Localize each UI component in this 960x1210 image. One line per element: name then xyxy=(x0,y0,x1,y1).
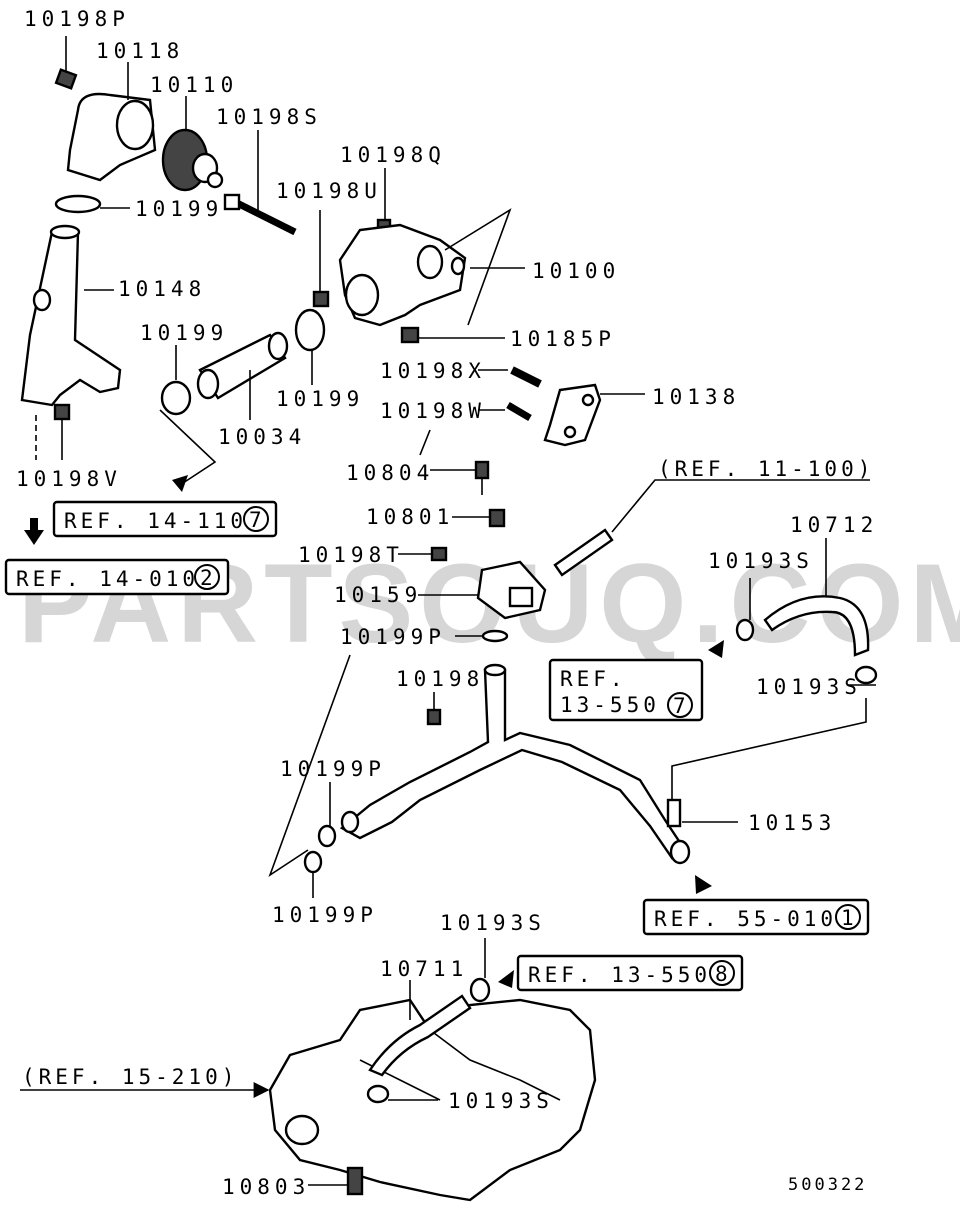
sensor-10803[interactable] xyxy=(308,1166,364,1196)
hose-10711[interactable] xyxy=(368,980,472,1077)
ref-13-550-7-text2: 13-550 xyxy=(560,693,660,717)
oring-10199-c[interactable] xyxy=(294,308,326,385)
label-10198w: 10198W xyxy=(380,399,486,423)
label-10198u: 10198U xyxy=(276,179,382,203)
bolt-10198t[interactable] xyxy=(398,546,448,562)
label-10198q: 10198Q xyxy=(340,143,446,167)
oring-10199p-c[interactable] xyxy=(268,654,351,898)
ref-box-13-550-7[interactable]: REF. 13-550 7 xyxy=(548,658,704,722)
label-10804: 10804 xyxy=(346,461,434,485)
ref-14-110-num: 7 xyxy=(249,508,262,532)
bolt-10198u[interactable] xyxy=(312,210,330,308)
label-10138: 10138 xyxy=(652,385,740,409)
label-10199-a: 10199 xyxy=(135,197,223,221)
hose-11-100[interactable] xyxy=(553,479,870,577)
ref-13-550-7-text: REF. xyxy=(560,667,627,691)
label-10712: 10712 xyxy=(790,513,878,537)
fitting-10159[interactable] xyxy=(418,560,547,620)
hose-10034[interactable] xyxy=(196,331,289,420)
bracket-10138[interactable] xyxy=(543,383,645,447)
diagram-code: 500322 xyxy=(788,1175,867,1195)
label-10110: 10110 xyxy=(150,73,238,97)
ref-55-010-text: REF. 55-010 xyxy=(654,907,837,931)
label-10711: 10711 xyxy=(380,957,468,981)
sensor-10801[interactable] xyxy=(452,508,506,528)
label-10193s-d: 10193S xyxy=(448,1089,554,1113)
plug-10185p[interactable] xyxy=(400,326,505,344)
ref-14-110-text: REF. 14-110 xyxy=(64,509,247,533)
label-10034: 10034 xyxy=(218,425,306,449)
ref-box-13-550-8[interactable]: REF. 13-550 8 xyxy=(516,954,744,992)
label-10153: 10153 xyxy=(748,811,836,835)
label-10198: 10198 xyxy=(396,667,484,691)
label-10198p: 10198P xyxy=(24,7,130,31)
label-10199-b: 10199 xyxy=(140,321,228,345)
paren-ref-15-210[interactable]: (REF. 15-210) xyxy=(22,1065,238,1089)
pipe-10148[interactable] xyxy=(20,224,122,407)
label-10193s-a: 10193S xyxy=(708,549,814,573)
bolt-10198[interactable] xyxy=(426,692,442,726)
label-10148: 10148 xyxy=(118,277,206,301)
label-10801: 10801 xyxy=(366,505,454,529)
ref-13-550-8-num: 8 xyxy=(715,962,728,986)
bolt-10198v[interactable] xyxy=(24,403,71,545)
label-10199p-a: 10199P xyxy=(340,625,446,649)
housing-10100[interactable] xyxy=(338,208,525,327)
bolt-10198x[interactable] xyxy=(478,366,542,388)
sensor-10804[interactable] xyxy=(419,429,490,495)
bolt-10198p[interactable] xyxy=(54,36,78,90)
elbow-10118[interactable] xyxy=(66,62,157,182)
ref-box-14-110[interactable]: REF. 14-110 7 xyxy=(52,500,278,538)
ref-13-550-8-text: REF. 13-550 xyxy=(528,963,711,987)
clamp-10193s-b[interactable] xyxy=(671,665,878,800)
label-10199-c: 10199 xyxy=(276,387,364,411)
ref-13-550-7-num: 7 xyxy=(673,694,686,718)
label-10198t: 10198T xyxy=(298,543,404,567)
ref-55-010-num: 1 xyxy=(841,906,854,930)
label-10198x: 10198X xyxy=(380,359,486,383)
bolt-10198w[interactable] xyxy=(478,401,532,422)
label-10803: 10803 xyxy=(222,1175,310,1199)
label-10185p: 10185P xyxy=(510,327,616,351)
label-10159: 10159 xyxy=(334,583,422,607)
ref-14-010-num: 2 xyxy=(200,566,213,590)
clamp-10193s-a[interactable] xyxy=(708,578,755,658)
ref-box-55-010[interactable]: REF. 55-010 1 xyxy=(642,898,870,936)
label-10199p-b: 10199P xyxy=(280,757,386,781)
bolt-10198s[interactable] xyxy=(223,130,297,236)
label-10198v: 10198V xyxy=(16,467,122,491)
label-10193s-b: 10193S xyxy=(756,675,862,699)
oring-10199p-a[interactable] xyxy=(455,629,509,643)
ref-14-010-text: REF. 14-010 xyxy=(16,567,199,591)
label-10100: 10100 xyxy=(532,259,620,283)
paren-ref-11-100[interactable]: (REF. 11-100) xyxy=(658,457,874,481)
label-10199p-c: 10199P xyxy=(272,903,378,927)
ref-box-14-010[interactable]: REF. 14-010 2 xyxy=(4,558,230,596)
pipe-10153[interactable] xyxy=(339,663,738,894)
oring-10199-a[interactable] xyxy=(54,194,130,214)
oring-10199-b[interactable] xyxy=(159,345,217,492)
thermostat-10110[interactable] xyxy=(161,96,224,192)
oring-10199p-b[interactable] xyxy=(317,782,337,848)
label-10193s-c: 10193S xyxy=(440,911,546,935)
label-10198s: 10198S xyxy=(216,105,322,129)
hose-10712[interactable] xyxy=(763,538,870,657)
clamp-10193s-d[interactable] xyxy=(366,1084,438,1104)
clamp-10193s-c[interactable] xyxy=(469,938,514,1003)
label-10118: 10118 xyxy=(96,39,184,63)
